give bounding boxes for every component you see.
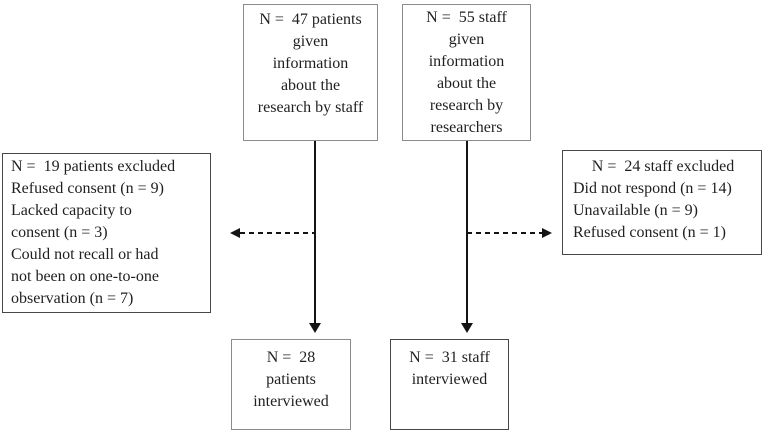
staff-excluded-arrowhead-right-icon: [542, 228, 552, 238]
patients-interviewed-box: N = 28 patients interviewed: [231, 339, 351, 430]
patients-excluded-arrowhead-left-icon: [230, 228, 240, 238]
staff-interviewed-text: N = 31 staff interviewed: [409, 349, 490, 388]
staff-info-box: N = 55 staff given information about the…: [402, 4, 531, 141]
patients-excluded-text: N = 19 patients excluded Refused consent…: [11, 158, 176, 307]
patients-flow-arrow-line: [314, 141, 316, 324]
staff-excluded-box: N = 24 staff excluded Did not respond (n…: [562, 150, 762, 255]
patients-info-text: N = 47 patients given information about …: [257, 11, 364, 116]
staff-excluded-text: Did not respond (n = 14) Unavailable (n …: [573, 180, 732, 241]
patients-interviewed-text: N = 28 patients interviewed: [253, 349, 329, 410]
staff-interviewed-box: N = 31 staff interviewed: [390, 339, 509, 430]
patients-excluded-arrow-line: [240, 232, 315, 234]
staff-flow-arrowhead-down-icon: [461, 323, 473, 333]
patients-info-box: N = 47 patients given information about …: [243, 4, 378, 141]
staff-excluded-title: N = 24 staff excluded: [591, 158, 735, 175]
patients-excluded-box: N = 19 patients excluded Refused consent…: [2, 153, 211, 313]
staff-excluded-arrow-line: [467, 232, 542, 234]
patients-flow-arrowhead-down-icon: [309, 323, 321, 333]
staff-info-text: N = 55 staff given information about the…: [426, 9, 507, 136]
